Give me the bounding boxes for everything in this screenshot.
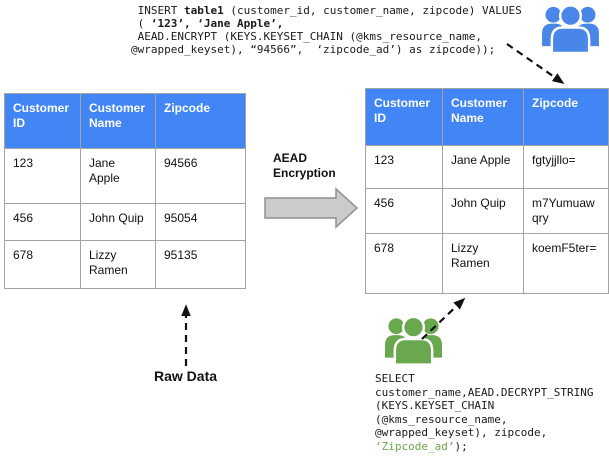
raw-data-label: Raw Data [154,368,218,384]
table-row: 456 John Quip m7Yumuawqry [365,188,609,234]
column-header-customer-name: Customer Name [442,88,524,146]
table-cell: Jane Apple [80,148,156,204]
column-header-zipcode: Zipcode [155,93,246,149]
code-line: (KEYS.KEYSET_CHAIN [375,399,495,412]
column-header-customer-id: Customer ID [4,93,81,149]
code-line: @wrapped_keyset), zipcode, [375,426,548,439]
table-cell: 678 [365,233,443,294]
table-row: 456 John Quip 95054 [4,203,246,241]
code-line: ( ‘123’, ‘Jane Apple’, [131,17,284,30]
table-header-row: Customer ID Customer Name Zipcode [365,88,609,146]
table-cell: 95135 [155,240,246,289]
table-row: 123 Jane Apple 94566 [4,148,246,204]
aead-encryption-label: AEAD Encryption [273,151,336,180]
column-header-customer-name: Customer Name [80,93,156,149]
table-cell: 94566 [155,148,246,204]
table-cell: 95054 [155,203,246,241]
code-line: SELECT [375,372,415,385]
table-cell: Lizzy Ramen [442,233,524,294]
table-cell: m7Yumuawqry [523,188,609,234]
encrypted-data-table: Customer ID Customer Name Zipcode 123 Ja… [365,88,609,294]
raw-data-table: Customer ID Customer Name Zipcode 123 Ja… [4,93,246,289]
code-line: ‘Zipcode_ad’); [375,439,468,453]
users-group-glyph [384,315,443,365]
code-line: INSERT table1 (customer_id, customer_nam… [131,4,522,17]
table-cell: 456 [365,188,443,234]
table-row: 123 Jane Apple fgtyjjllo= [365,145,609,189]
code-line: customer_name,AEAD.DECRYPT_STRING [375,385,594,399]
column-header-zipcode: Zipcode [523,88,609,146]
table-cell: 123 [365,145,443,189]
table-cell: Lizzy Ramen [80,240,156,289]
table-cell: 123 [4,148,81,204]
table-cell: Jane Apple [442,145,524,189]
encryption-flow-arrow [264,187,359,229]
users-group-icon [384,315,443,365]
code-line: AEAD.ENCRYPT (KEYS.KEYSET_CHAIN (@kms_re… [131,30,482,43]
table-cell: koemF5ter= [523,233,609,294]
code-line: @wrapped_keyset), “94566”, ‘zipcode_ad’)… [131,43,496,56]
table-cell: 456 [4,203,81,241]
code-line: (@kms_resource_name, [375,412,508,426]
aead-encryption-label-line1: AEAD [273,151,308,165]
users-group-icon [542,4,599,53]
column-header-customer-id: Customer ID [365,88,443,146]
table-row: 678 Lizzy Ramen koemF5ter= [365,233,609,294]
table-cell: John Quip [442,188,524,234]
table-header-row: Customer ID Customer Name Zipcode [4,93,246,149]
table-cell: John Quip [80,203,156,241]
aead-encryption-label-line2: Encryption [273,165,336,180]
table-cell: fgtyjjllo= [523,145,609,189]
users-group-glyph [542,4,599,53]
table-cell: 678 [4,240,81,289]
insert-sql-code: INSERT table1 (customer_id, customer_nam… [131,4,522,56]
table-row: 678 Lizzy Ramen 95135 [4,240,246,289]
